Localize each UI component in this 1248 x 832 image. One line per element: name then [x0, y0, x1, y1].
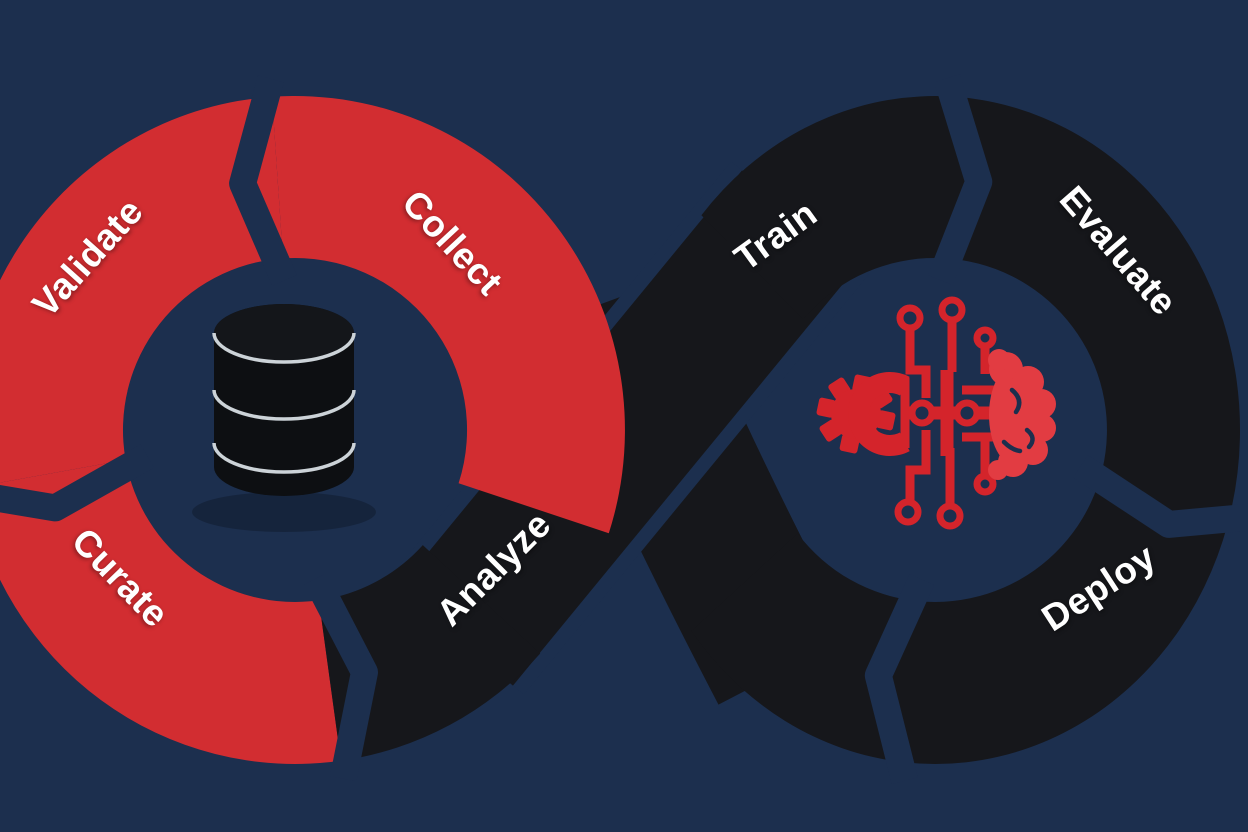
ai-brain-circuit-icon: [816, 296, 1056, 530]
circuit-traces: [894, 296, 1000, 530]
gear-icon: [816, 372, 910, 456]
brain-icon: [988, 349, 1056, 480]
database-icon: [192, 304, 376, 532]
